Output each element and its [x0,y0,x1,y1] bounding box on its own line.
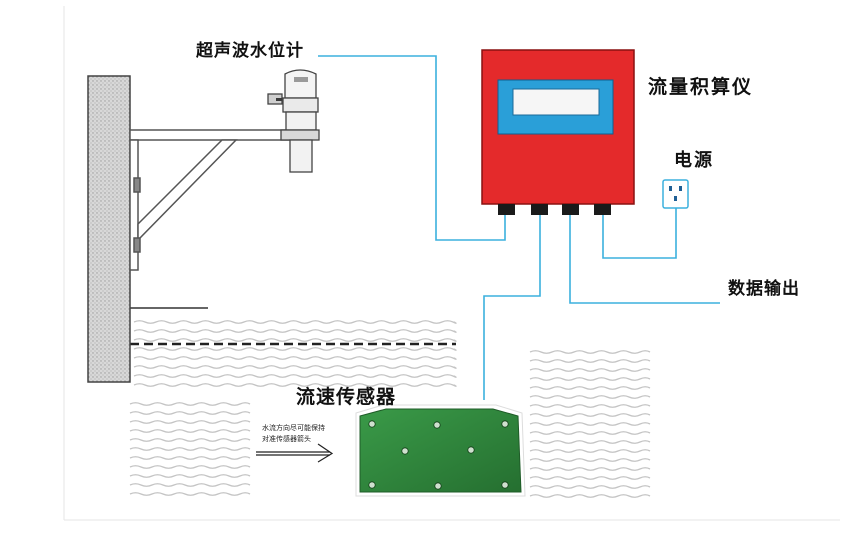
wave-line [129,447,251,451]
flow-direction-note: 水流方向尽可能保持 对准传感器箭头 [262,423,358,445]
wave-line [129,402,251,406]
wave-line [529,449,651,453]
power-supply-label: 电源 [674,150,714,171]
signal-cables [318,55,720,400]
wave-line [129,420,251,424]
flow-direction-note-line1: 水流方向尽可能保持 [262,424,325,432]
wave-line [129,456,251,460]
wave-line [129,465,251,469]
wave-line [529,350,651,354]
wave-line [129,492,251,496]
flow-totalizer [481,49,635,215]
data-output-label: 数据输出 [728,279,800,299]
wave-line [529,413,651,417]
sensor-bolt [434,482,442,490]
ultrasonic-level-meter-label: 超声波水位计 [196,41,304,61]
wave-line [529,494,651,498]
wave-line [133,320,457,324]
wave-line [529,485,651,489]
water-level-line [130,307,456,346]
wave-line [529,458,651,462]
wave-line [529,395,651,399]
wall-outlet-icon [662,179,689,209]
sensor-bolt [467,446,475,454]
wave-line [529,386,651,390]
wave-line [529,422,651,426]
mounting-bracket [129,129,291,271]
sensor-bolt [368,420,376,428]
wave-line [129,429,251,433]
wave-line [133,365,457,369]
water-waves [129,320,651,498]
wave-line [129,438,251,442]
sensor-bolt [501,420,509,428]
sensor-bolt [368,481,376,489]
wave-line [133,383,457,387]
sensor-bolt [433,421,441,429]
wave-line [529,467,651,471]
wave-line [129,474,251,478]
wall [87,75,131,383]
sensor-bolt [501,481,509,489]
wave-line [529,440,651,444]
wave-line [129,483,251,487]
wave-line [529,368,651,372]
wave-line [529,476,651,480]
sensor-bolt [401,447,409,455]
flow-direction-note-line2: 对准传感器箭头 [262,435,311,443]
wave-line [133,338,457,342]
flow-velocity-sensor-label: 流速传感器 [296,386,397,408]
wave-line [529,359,651,363]
flow-totalizer-label: 流量积算仪 [648,76,754,98]
wave-line [133,374,457,378]
wave-line [529,431,651,435]
wave-line [129,411,251,415]
wave-line [133,347,457,351]
flow-direction-arrow-icon [256,443,334,463]
wave-line [529,377,651,381]
wave-line [133,329,457,333]
wave-line [529,404,651,408]
wave-line [133,356,457,360]
flow-velocity-sensor [355,404,526,497]
ultrasonic-level-meter [267,69,320,173]
